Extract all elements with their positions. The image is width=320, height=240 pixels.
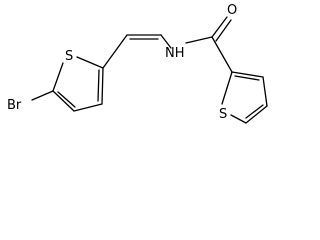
bond-c5-c4 (52, 90, 75, 112)
bromine-label: Br (7, 98, 22, 113)
bond-co-ring (211, 36, 233, 73)
structure-canvas: Br S NH O S (7, 3, 268, 124)
bromothiophene-ring (52, 56, 104, 112)
sulfur-left-label: S (65, 49, 73, 64)
oxygen-label: O (227, 3, 237, 18)
thiophene-ring-right (221, 71, 268, 124)
bond-s-c2r (221, 71, 233, 105)
bond-c2-s1 (76, 56, 104, 69)
bond-c2r-c3r-inner (234, 75, 260, 81)
bond-c4-c3 (73, 103, 103, 112)
bond-n-nh (160, 34, 172, 49)
bond-c-o (211, 16, 228, 38)
molecule-structure: Br S NH O S (7, 3, 268, 124)
bond-s1-c5 (52, 62, 64, 92)
bond-c4r-c5r (245, 105, 268, 124)
sulfur-right-label: S (219, 107, 227, 122)
bond-c-o-double (215, 19, 232, 42)
bond-c5-br (31, 90, 54, 101)
bond-c4r-c5r-inner (245, 104, 264, 119)
bond-c5r-s (230, 114, 247, 124)
nh-label: NH (165, 46, 185, 61)
bond-c3r-c4r (262, 76, 268, 107)
bond-c3-c2 (101, 67, 104, 105)
hydrazone-linker (102, 34, 213, 69)
carbonyl-group (211, 16, 233, 73)
bond-nh-co (185, 36, 213, 44)
bond-c5-c4-inner (57, 91, 76, 108)
bond-c2r-c3r (231, 71, 264, 78)
bond-c3-c2-inner (97, 69, 100, 102)
bond-c2-ch (102, 34, 128, 69)
